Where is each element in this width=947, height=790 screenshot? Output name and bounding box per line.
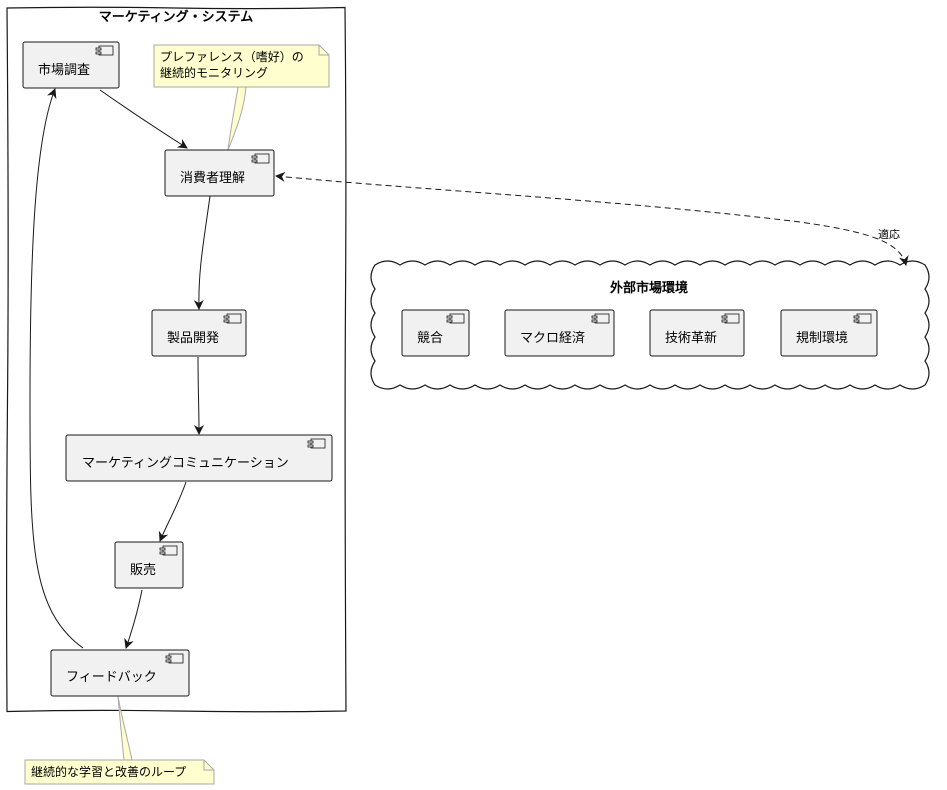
component-icon (591, 313, 610, 324)
component-icon (251, 153, 270, 164)
note-preference-line1: プレファレンス（嗜好）の (160, 50, 304, 64)
note-preference-line2: 継続的モニタリング (160, 65, 268, 80)
component-icon (721, 313, 740, 324)
component-icon (95, 45, 114, 56)
marketing-system-frame: マーケティング・システム (6, 6, 347, 713)
competition-label: 競合 (417, 331, 443, 346)
macro-economy-label: マクロ経済 (520, 330, 585, 346)
component-technology-innovation: 技術革新 (649, 309, 745, 357)
edge-label-adapt: 適応 (878, 227, 900, 241)
component-marketing-communication: マーケティングコミュニケーション (65, 434, 333, 482)
product-development-label: 製品開発 (167, 331, 219, 346)
component-macro-economy: マクロ経済 (504, 309, 615, 357)
note-learning-connector (117, 695, 133, 761)
component-icon (159, 545, 178, 556)
component-market-research: 市場調査 (22, 41, 120, 89)
consumer-understanding-label: 消費者理解 (180, 171, 245, 186)
feedback-label: フィードバック (66, 670, 157, 685)
component-feedback: フィードバック (50, 649, 190, 697)
component-competition: 競合 (401, 309, 470, 357)
component-icon (223, 313, 242, 324)
marketing-system-title: マーケティング・システム (99, 9, 254, 25)
edge-product-development-to-marketing-communication (193, 356, 204, 435)
component-sales: 販売 (114, 541, 184, 589)
marketing-communication-label: マーケティングコミュニケーション (82, 456, 289, 471)
edge-market-research-to-consumer-understanding (99, 89, 188, 149)
component-product-development: 製品開発 (151, 309, 247, 357)
edge-adapt-dashed (275, 171, 909, 266)
market-research-label: 市場調査 (38, 62, 90, 78)
component-regulation: 規制環境 (780, 309, 878, 357)
note-continuous-learning: 継続的な学習と改善のループ (24, 759, 215, 785)
component-icon (853, 313, 872, 324)
regulation-label: 規制環境 (796, 331, 848, 346)
note-preference-connector (227, 86, 247, 151)
note-preference-monitoring: プレファレンス（嗜好）の 継続的モニタリング (153, 44, 330, 88)
note-learning-text: 継続的な学習と改善のループ (31, 764, 186, 779)
sales-label: 販売 (130, 562, 156, 578)
external-environment-title: 外部市場環境 (609, 280, 688, 296)
component-icon (307, 438, 326, 449)
edge-sales-to-feedback (124, 589, 143, 649)
component-consumer-understanding: 消費者理解 (164, 149, 275, 197)
edge-feedback-to-market-research (29, 88, 84, 649)
technology-innovation-label: 技術革新 (665, 330, 717, 346)
component-icon (446, 313, 465, 324)
component-icon (165, 653, 184, 664)
edge-consumer-understanding-to-product-development (193, 195, 211, 310)
edge-marketing-communication-to-sales (158, 481, 187, 542)
edges: 適応 (29, 88, 909, 649)
